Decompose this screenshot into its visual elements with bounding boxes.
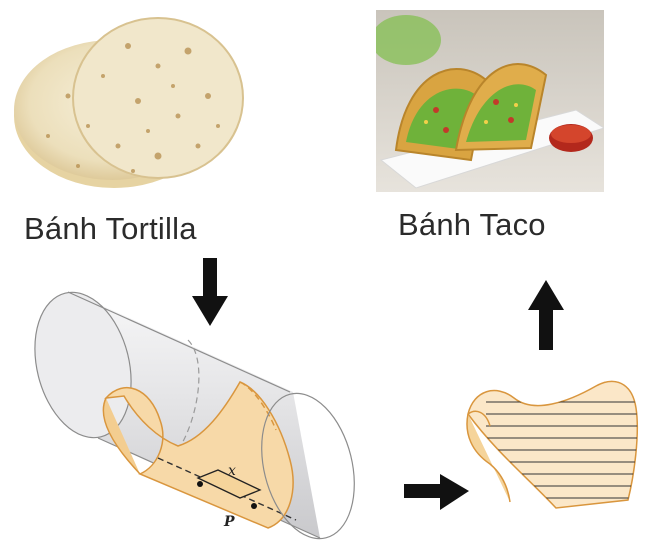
taco-label: Bánh Taco: [398, 207, 546, 243]
taco-shape-diagram: [446, 368, 650, 518]
var-p-label: P: [223, 514, 235, 530]
tortilla-label: Bánh Tortilla: [24, 211, 197, 247]
up-arrow-icon: [526, 278, 566, 350]
cylinder-diagram: x P: [28, 270, 396, 540]
tortilla-image: [8, 6, 248, 194]
var-x-label: x: [228, 463, 236, 479]
taco-image: [376, 10, 604, 192]
